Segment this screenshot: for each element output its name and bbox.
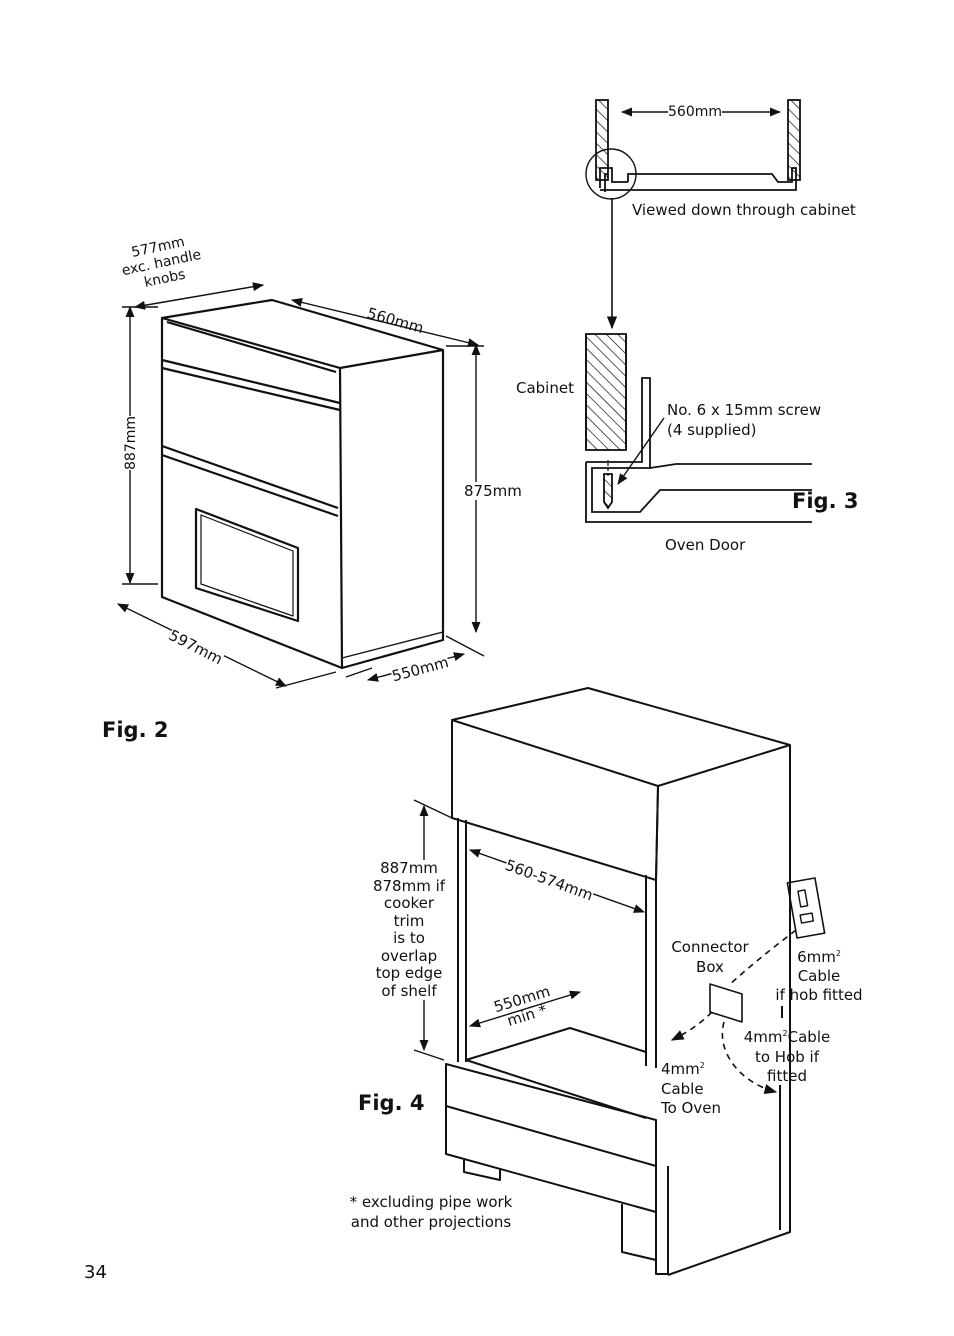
fig3-side-view: [585, 333, 812, 523]
fig3-cabinet-label: Cabinet: [516, 379, 574, 397]
fig3-title: Fig. 3: [792, 489, 859, 513]
fig4-4mm-hob-label: 4mm2Cable to Hob if fitted: [743, 1028, 831, 1085]
fig4-height-note: 887mm 878mm if cooker trim is to overlap…: [372, 859, 446, 1000]
fig4-connector-box-label: Connector Box: [671, 938, 749, 976]
fig4-6mm-cable-label: 6mm2 Cable if hob fitted: [775, 948, 863, 1004]
fig2-height-left-label: 887mm: [122, 416, 140, 470]
fig4-cable-paths: [670, 929, 797, 1095]
fig4-title: Fig. 4: [358, 1091, 425, 1115]
fig2-oven-drawing: [160, 298, 445, 670]
fig3-top-view: [585, 99, 801, 330]
fig3-screw-label: No. 6 x 15mm screw (4 supplied): [667, 401, 822, 439]
fig3-oven-door-label: Oven Door: [665, 536, 746, 554]
fig4-cabinet-drawing: [445, 687, 826, 1276]
fig2-title: Fig. 2: [102, 718, 169, 742]
fig3-view-caption: Viewed down through cabinet: [632, 201, 856, 219]
fig4-4mm-oven-label: 4mm2 Cable To Oven: [661, 1060, 721, 1117]
fig3-cabinet-width-label: 560mm: [668, 103, 722, 121]
fig4-footnote: * excluding pipe work and other projecti…: [349, 1193, 513, 1231]
page-number: 34: [84, 1262, 107, 1283]
fig2-height-right-label: 875mm: [464, 482, 522, 500]
